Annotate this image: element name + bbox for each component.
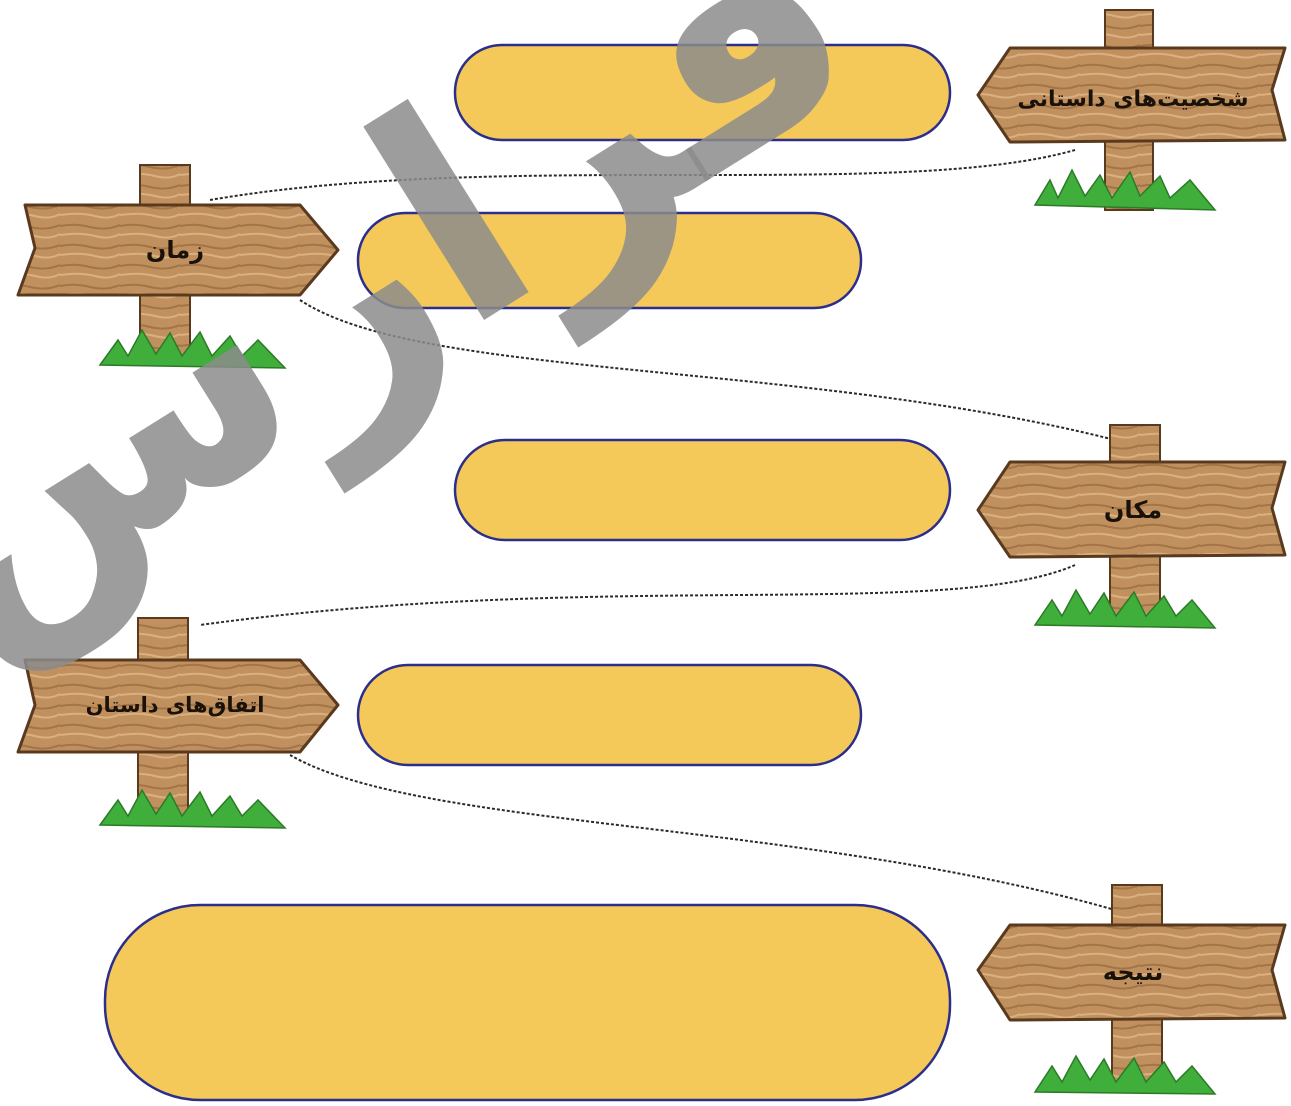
signpost-board xyxy=(976,923,1287,1022)
signpost-label: نتیجه xyxy=(1103,958,1163,986)
signpost-place: مکان xyxy=(976,424,1287,629)
answer-box-conclusion[interactable] xyxy=(103,903,952,1102)
signpost-board xyxy=(976,46,1287,144)
grass-icon xyxy=(98,328,287,369)
grass-icon xyxy=(1033,168,1217,211)
signpost-conclusion: نتیجه xyxy=(976,884,1287,1095)
grass-icon xyxy=(1033,588,1217,629)
path-time-to-place xyxy=(299,299,1116,441)
signpost-events: اتفاق‌های داستان xyxy=(16,617,340,829)
grass-icon xyxy=(1033,1054,1217,1095)
answer-box-place[interactable] xyxy=(453,438,952,542)
signpost-board xyxy=(16,658,340,754)
signpost-board xyxy=(976,460,1287,559)
path-characters-to-time xyxy=(209,149,1076,201)
answer-box-characters[interactable] xyxy=(453,43,952,142)
path-events-to-conclusion xyxy=(289,754,1116,911)
answer-box-events[interactable] xyxy=(356,663,863,767)
path-place-to-events xyxy=(199,564,1076,626)
signpost-label: شخصیت‌های داستانی xyxy=(1018,87,1249,112)
path-lines xyxy=(199,149,1116,911)
answer-box-time[interactable] xyxy=(356,211,863,310)
signpost-board xyxy=(16,203,340,297)
grass-icon xyxy=(98,788,287,829)
signpost-time: زمان xyxy=(16,164,340,369)
signpost-label: زمان xyxy=(146,236,204,264)
signpost-characters: شخصیت‌های داستانی xyxy=(976,9,1287,211)
signpost-label: اتفاق‌های داستان xyxy=(86,693,265,717)
signpost-label: مکان xyxy=(1104,496,1162,524)
